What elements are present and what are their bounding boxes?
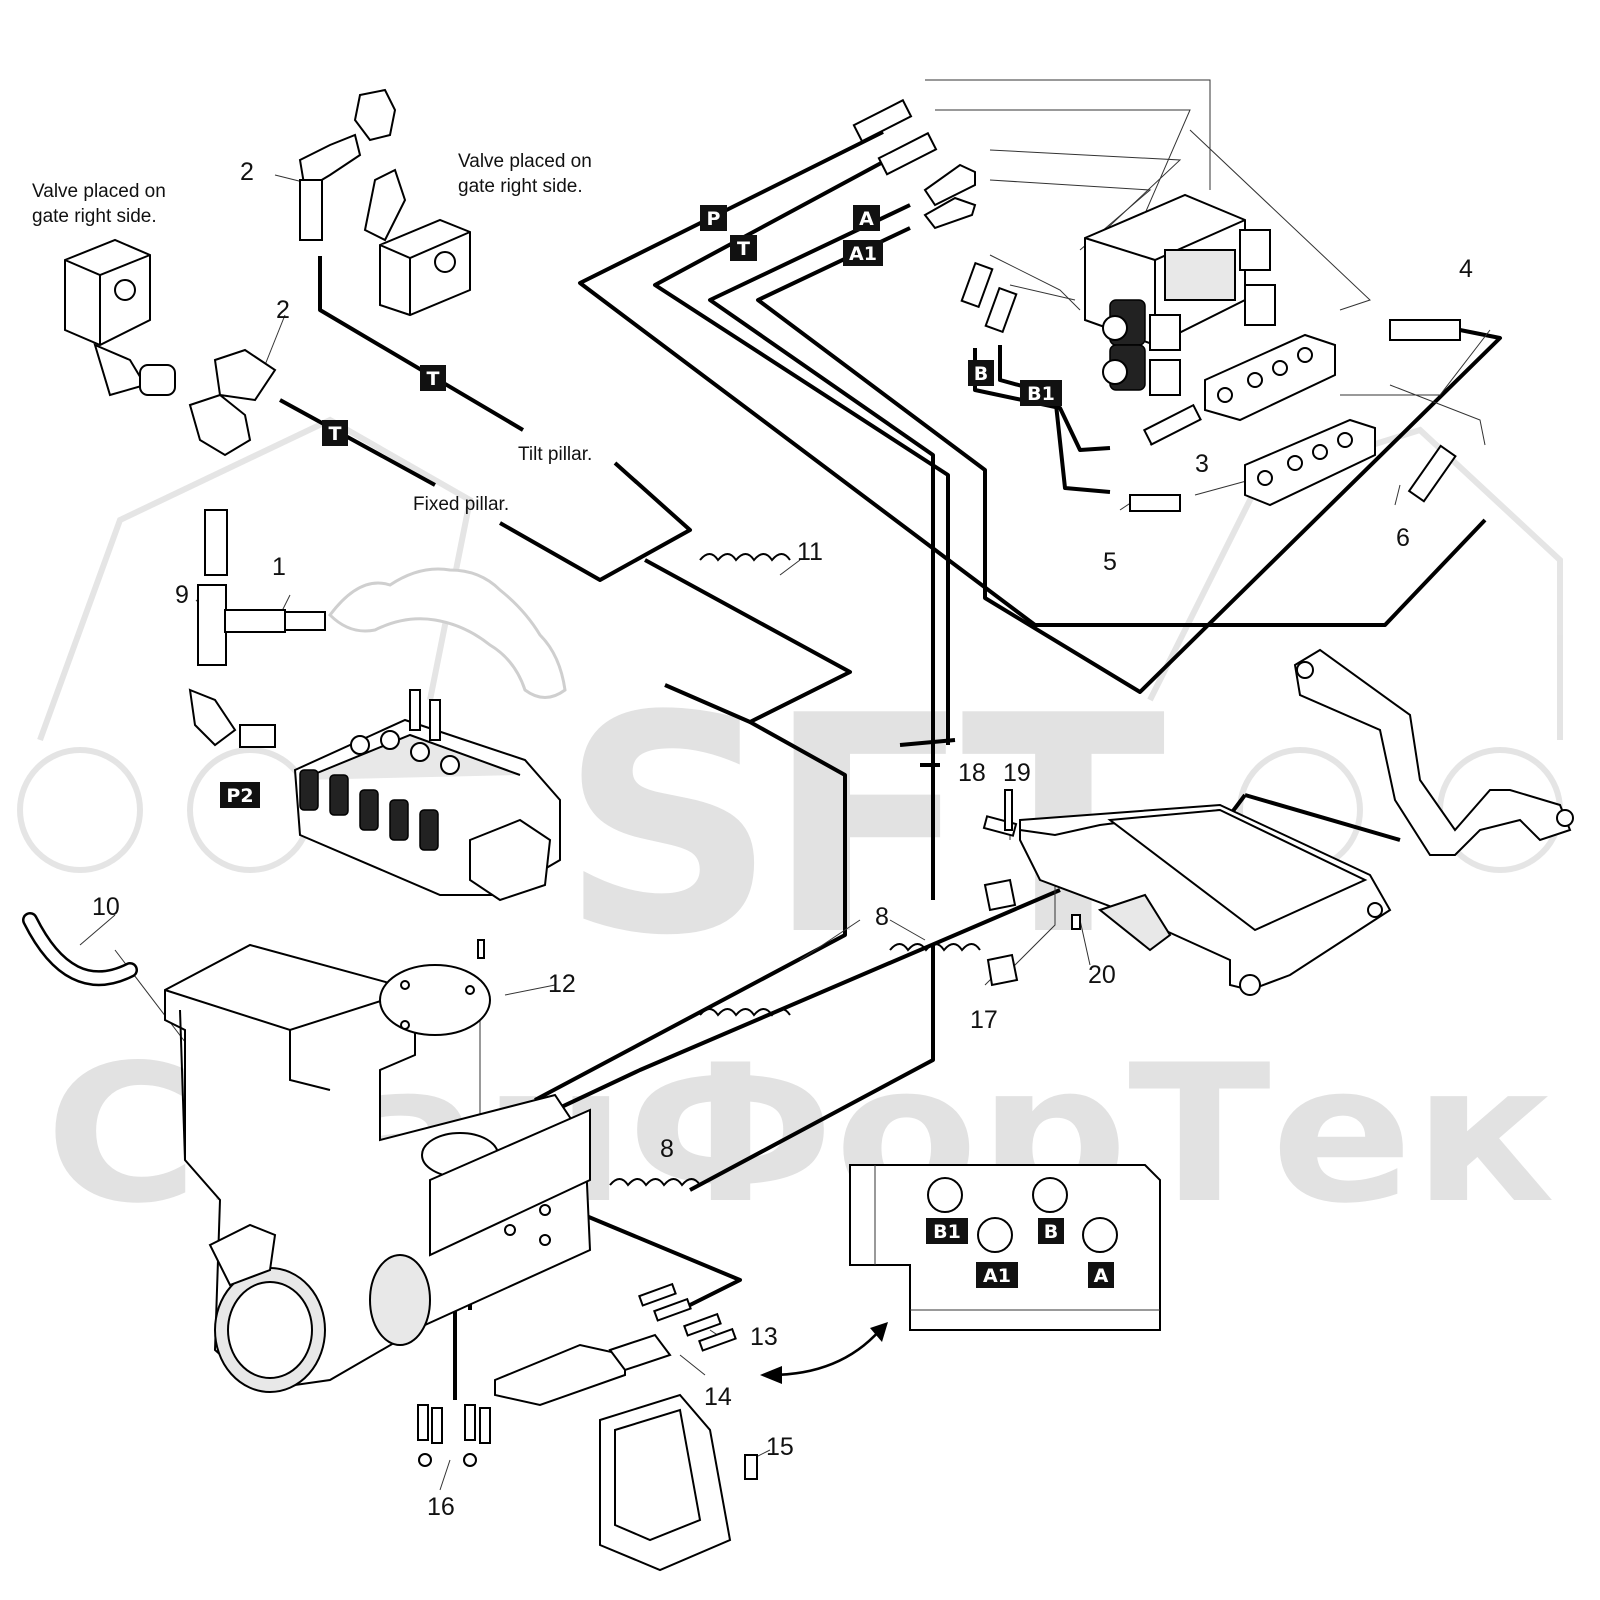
frame-icon <box>164 943 592 1393</box>
svg-text:A: A <box>1094 1265 1109 1287</box>
panel-tag-A1: A1 <box>976 1262 1018 1288</box>
callout-3: 3 <box>1195 450 1209 478</box>
callout-15: 15 <box>766 1433 794 1461</box>
port-B1-icon <box>927 1177 963 1213</box>
port-A-icon <box>1082 1217 1118 1253</box>
tag-P: P <box>700 205 727 231</box>
tag-T-left: T <box>322 420 348 446</box>
note-tilt-pillar: Tilt pillar. <box>518 444 592 465</box>
clamp-icon <box>982 789 1081 987</box>
guard-15-icon <box>599 1393 758 1572</box>
note-valve-top-line1: Valve placed on <box>458 151 592 172</box>
port-panel <box>849 1164 1161 1331</box>
svg-text:A1: A1 <box>983 1265 1011 1287</box>
solenoid-valve-icon-top <box>298 88 471 317</box>
svg-text:T: T <box>737 238 750 260</box>
callout-14: 14 <box>704 1383 732 1411</box>
callout-9: 9 <box>175 581 189 609</box>
tag-B: B <box>968 360 994 386</box>
note-valve-top-line2: gate right side. <box>458 176 583 197</box>
tee-fitting-icon <box>188 509 326 748</box>
control-valve-icon <box>293 689 561 902</box>
callout-16: 16 <box>427 1493 455 1521</box>
gate-bracket-icon <box>1019 803 1392 996</box>
callouts: 1 2 2 3 4 5 6 8 8 9 10 11 12 13 14 15 16… <box>92 158 1473 1521</box>
double-arrow-icon <box>760 1322 888 1384</box>
note-fixed-pillar: Fixed pillar. <box>413 494 509 515</box>
svg-text:P2: P2 <box>226 785 253 807</box>
callout-4: 4 <box>1459 255 1473 283</box>
bracket-14-icon <box>494 1333 672 1407</box>
hose-10-icon <box>22 912 138 987</box>
tag-A1: A1 <box>843 240 883 266</box>
spiral-guard-ghost <box>328 567 567 699</box>
tag-A: A <box>853 205 880 231</box>
callout-8-mid: 8 <box>875 903 889 931</box>
svg-text:B1: B1 <box>933 1221 961 1243</box>
arm-bracket-icon <box>1293 648 1574 856</box>
callout-18: 18 <box>958 759 986 787</box>
tag-P2: P2 <box>220 782 260 808</box>
callout-8-low: 8 <box>660 1135 674 1163</box>
callout-2-top: 2 <box>240 158 254 186</box>
svg-text:B1: B1 <box>1027 383 1055 405</box>
cover-plate-icon <box>379 939 491 1036</box>
port-B-icon <box>1032 1177 1068 1213</box>
svg-text:P: P <box>707 208 721 230</box>
tag-B1: B1 <box>1020 380 1062 406</box>
callout-20: 20 <box>1088 961 1116 989</box>
note-valve-left-line2: gate right side. <box>32 206 157 227</box>
svg-text:B: B <box>974 363 988 385</box>
callout-1: 1 <box>272 553 286 581</box>
svg-text:T: T <box>427 368 440 390</box>
callout-13: 13 <box>750 1323 778 1351</box>
svg-text:T: T <box>329 423 342 445</box>
svg-text:A: A <box>859 208 874 230</box>
note-valve-left-line1: Valve placed on <box>32 181 166 202</box>
tag-T-top: T <box>730 235 757 261</box>
callout-19: 19 <box>1003 759 1031 787</box>
panel-tag-B: B <box>1038 1218 1064 1244</box>
tag-T-mid: T <box>420 365 446 391</box>
svg-text:A1: A1 <box>849 243 877 265</box>
svg-text:B: B <box>1044 1221 1058 1243</box>
callout-11: 11 <box>797 538 823 566</box>
port-A1-icon <box>977 1217 1013 1253</box>
solenoid-valve-icon <box>64 238 277 457</box>
callout-6: 6 <box>1396 524 1410 552</box>
callout-17: 17 <box>970 1006 998 1034</box>
callout-2-mid: 2 <box>276 296 290 324</box>
notes: Valve placed on gate right side. Valve p… <box>32 151 592 515</box>
spiral-guard-icon <box>609 553 981 1187</box>
valve-block-icon <box>1084 193 1376 507</box>
hose-fitting-icon <box>852 98 1461 512</box>
fitting-set-icon <box>417 1282 737 1467</box>
port-tags: P T A A1 B B1 T T P2 B1 B A1 A <box>220 205 1114 1288</box>
callout-10: 10 <box>92 893 120 921</box>
callout-12: 12 <box>548 970 576 998</box>
callout-5: 5 <box>1103 548 1117 576</box>
panel-tag-A: A <box>1088 1262 1114 1288</box>
panel-tag-B1: B1 <box>926 1218 968 1244</box>
